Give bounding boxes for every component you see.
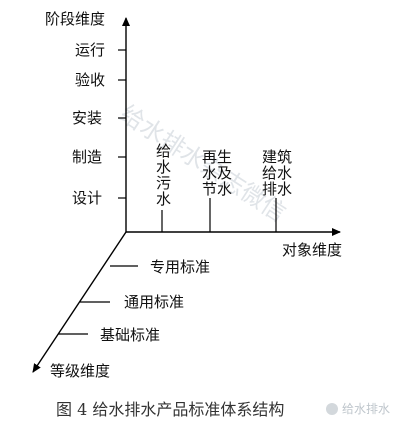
- horizontal-axis-title: 对象维度: [282, 241, 342, 259]
- figure-caption: 图 4 给水排水产品标准体系结构: [56, 400, 284, 419]
- depth-axis-title: 等级维度: [50, 362, 110, 380]
- object-label-line: 节水: [202, 180, 232, 198]
- wechat-icon: [326, 403, 338, 415]
- stage-label: 安装: [72, 109, 102, 127]
- object-label-reclaimed: 再生 水及 节水: [202, 148, 232, 198]
- object-label-line: 给水: [262, 164, 292, 182]
- object-label-line: 给: [156, 142, 171, 160]
- object-label-sewage: 给 水 污 水: [156, 142, 171, 208]
- object-label-line: 污: [156, 174, 171, 192]
- stage-label: 设计: [72, 189, 102, 207]
- object-label-line: 水: [156, 158, 171, 176]
- stage-ticks: [118, 49, 126, 199]
- level-label: 专用标准: [150, 258, 210, 276]
- stage-label: 运行: [75, 41, 105, 59]
- brand-logo: 给水排水: [326, 402, 390, 416]
- level-label: 基础标准: [100, 326, 160, 344]
- object-label-line: 水: [156, 190, 171, 208]
- depth-axis: [32, 231, 127, 373]
- level-label: 通用标准: [124, 293, 184, 311]
- object-label-line: 再生: [202, 148, 232, 166]
- object-label-line: 建筑: [262, 148, 292, 166]
- stage-label: 制造: [72, 148, 102, 166]
- object-label-line: 排水: [262, 180, 292, 198]
- object-label-building: 建筑 给水 排水: [262, 148, 292, 198]
- object-label-line: 水及: [202, 164, 232, 182]
- brand-text: 给水排水: [342, 402, 390, 416]
- stage-label: 验收: [75, 71, 105, 89]
- vertical-axis-title: 阶段维度: [45, 10, 105, 28]
